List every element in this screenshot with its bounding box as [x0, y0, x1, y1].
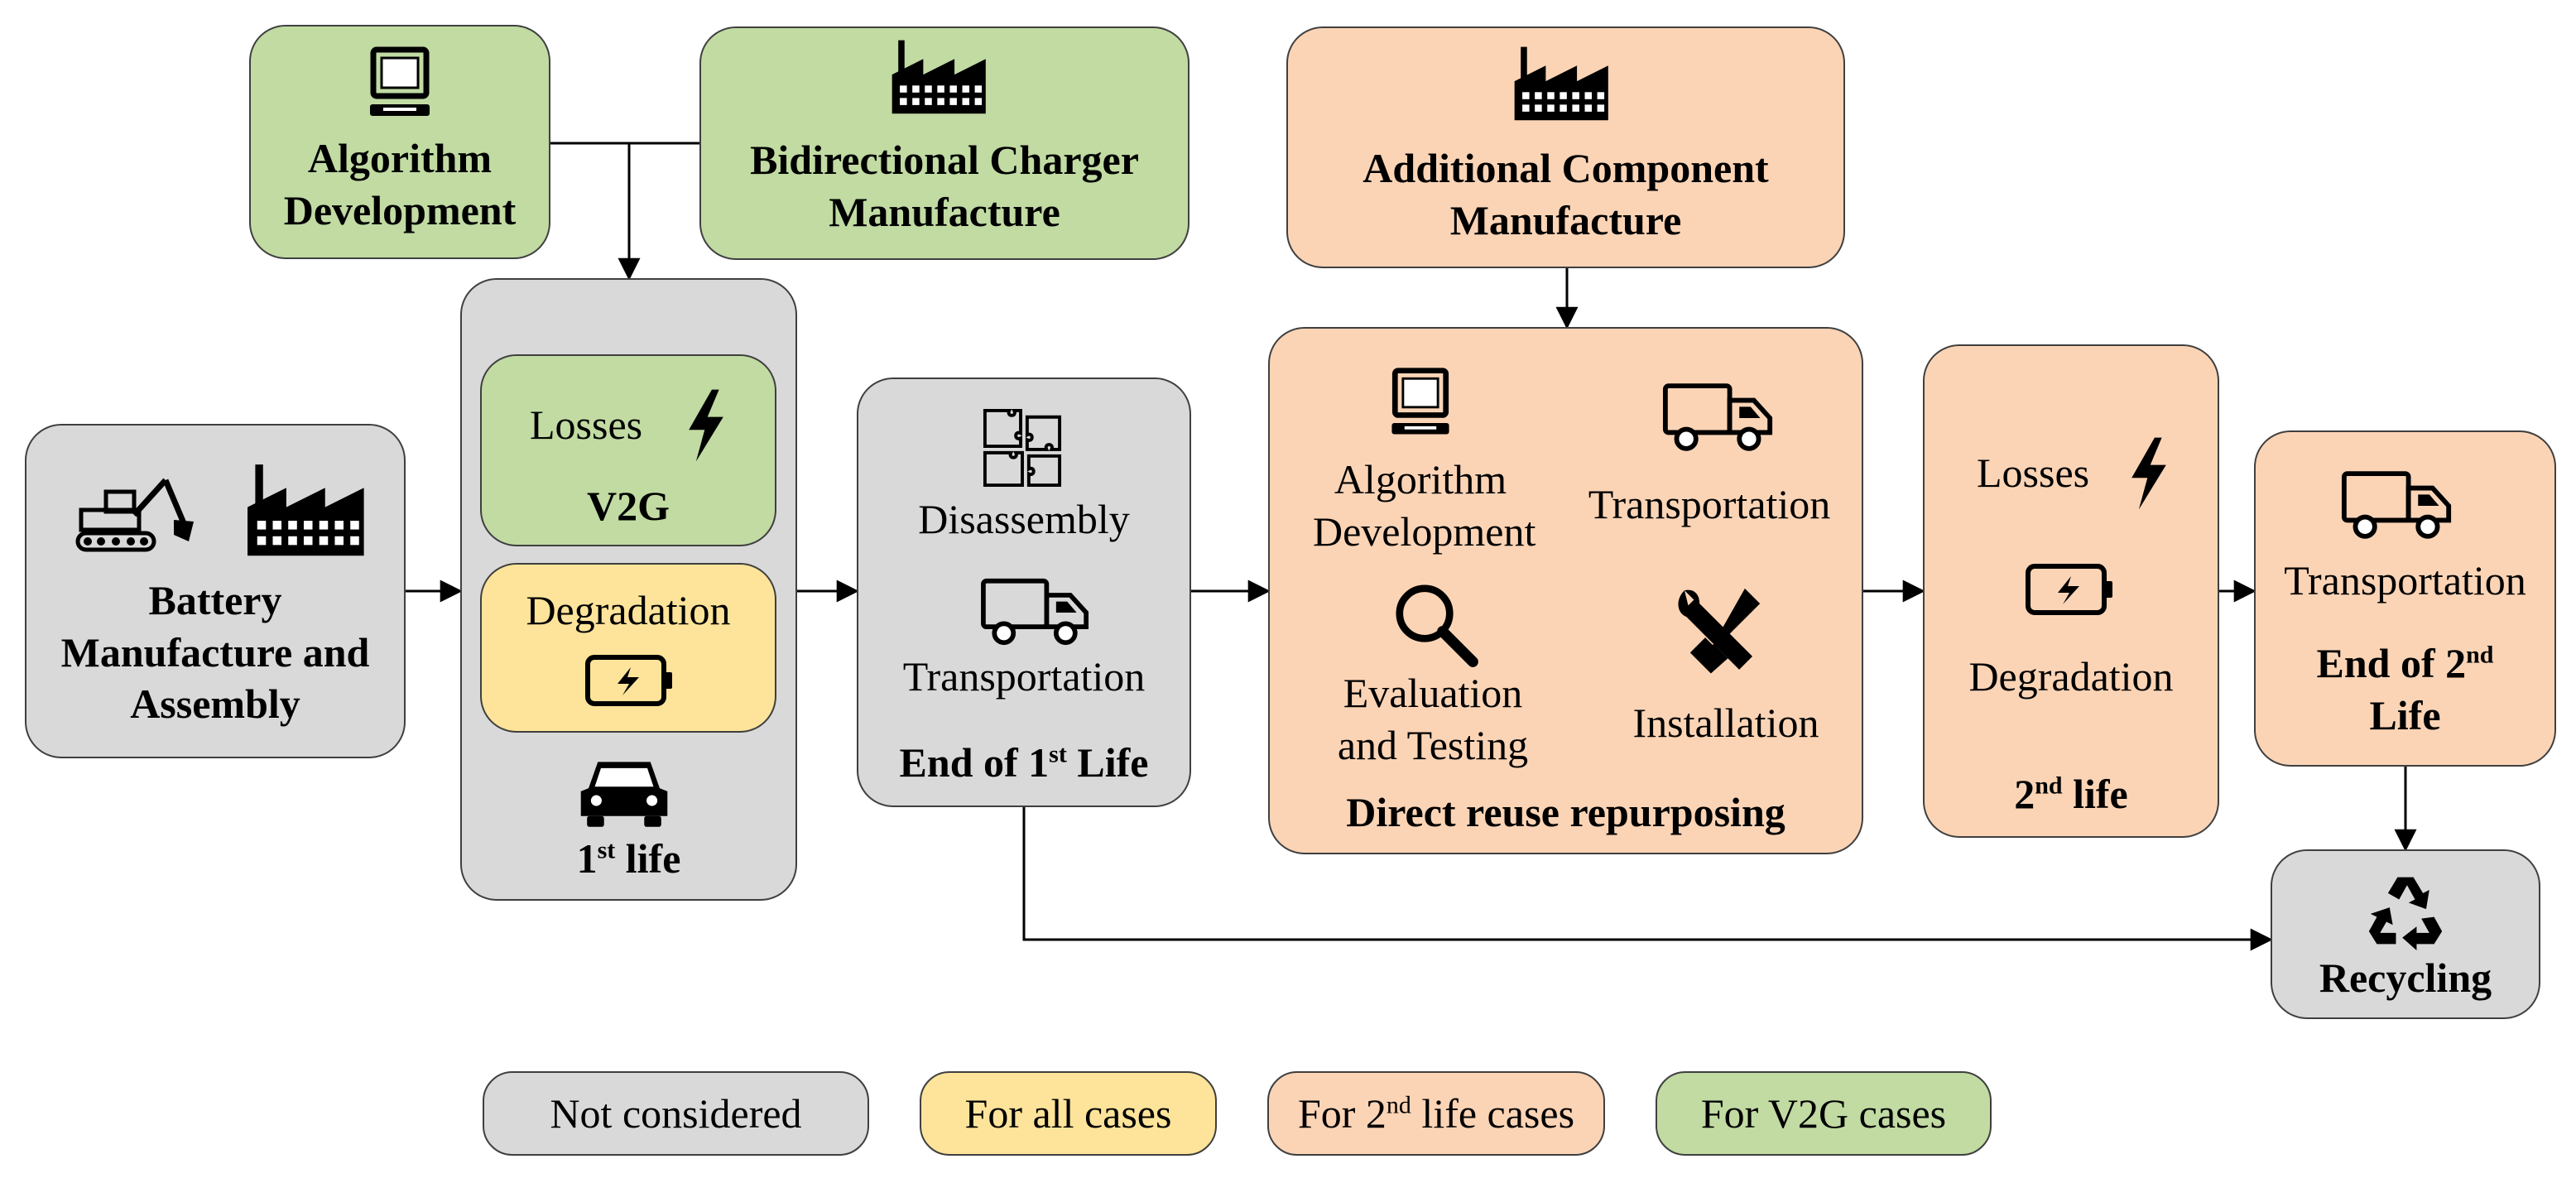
legend-second-life-cases: For 2nd life cases — [1267, 1071, 1605, 1156]
puzzle-icon — [982, 407, 1063, 488]
v2g-label: V2G — [587, 483, 670, 529]
direct-reuse-label: Direct reuse repurposing — [1346, 789, 1785, 835]
factory-icon — [242, 460, 377, 558]
end-first-life-node — [857, 378, 1191, 807]
degradation-label: Degradation — [526, 587, 731, 633]
installation-label: Installation — [1632, 700, 1819, 746]
additional-component-label: Additional Component Manufacture — [1362, 145, 1769, 243]
end-second-life-label: End of 2nd Life — [2316, 640, 2494, 738]
losses-second-label: Losses — [1977, 450, 2090, 496]
additional-component-node — [1286, 26, 1845, 268]
recycle-icon — [2366, 871, 2445, 950]
magnifier-icon — [1391, 579, 1480, 669]
algorithm-development-reuse-label: Algorithm Development — [1313, 456, 1536, 555]
lightning-icon — [2127, 437, 2170, 510]
first-life-label: 1st life — [576, 835, 681, 882]
battery-manufacture-label: Battery Manufacture and Assembly — [60, 577, 370, 727]
truck-icon — [980, 576, 1091, 647]
transportation-second-label: Transportation — [2284, 557, 2526, 604]
factory-icon — [887, 35, 997, 118]
evaluation-testing-label: Evaluation and Testing — [1337, 670, 1529, 768]
legend-all-cases-label: For all cases — [964, 1090, 1172, 1137]
car-icon — [578, 750, 670, 830]
disassembly-label: Disassembly — [918, 496, 1130, 542]
losses-v2g-box — [480, 354, 776, 546]
battery-manufacture-node — [25, 424, 406, 758]
degradation-second-label: Degradation — [1968, 653, 2174, 700]
truck-icon — [2341, 469, 2453, 541]
transportation-label: Transportation — [902, 653, 1146, 700]
transportation-reuse-label: Transportation — [1588, 481, 1831, 527]
battery-icon — [584, 654, 675, 707]
legend-not-considered-label: Not considered — [550, 1090, 802, 1137]
legend-v2g-cases: For V2G cases — [1656, 1071, 1992, 1156]
truck-icon — [1662, 381, 1775, 454]
end-second-life-node — [2254, 430, 2556, 767]
algorithm-development-label: Algorithm Development — [283, 135, 517, 233]
legend-v2g-cases-label: For V2G cases — [1700, 1090, 1947, 1137]
lightning-icon — [685, 389, 728, 462]
recycling-label: Recycling — [2319, 955, 2492, 1001]
end-first-life-label: End of 1st Life — [899, 739, 1149, 786]
losses-label: Losses — [530, 402, 643, 448]
battery-icon — [2025, 563, 2116, 616]
legend-second-life-cases-label: For 2nd life cases — [1297, 1090, 1575, 1137]
computer-icon — [1381, 364, 1460, 444]
legend-all-cases: For all cases — [920, 1071, 1217, 1156]
excavator-icon — [73, 472, 197, 555]
tools-icon — [1670, 583, 1766, 677]
factory-icon — [1510, 41, 1619, 124]
arrow-end-first-to-recycling — [1022, 807, 2273, 951]
second-life-label: 2nd life — [2014, 771, 2128, 817]
computer-icon — [358, 43, 441, 126]
legend-not-considered: Not considered — [483, 1071, 869, 1156]
bidirectional-charger-label: Bidirectional Charger Manufacture — [750, 137, 1139, 235]
